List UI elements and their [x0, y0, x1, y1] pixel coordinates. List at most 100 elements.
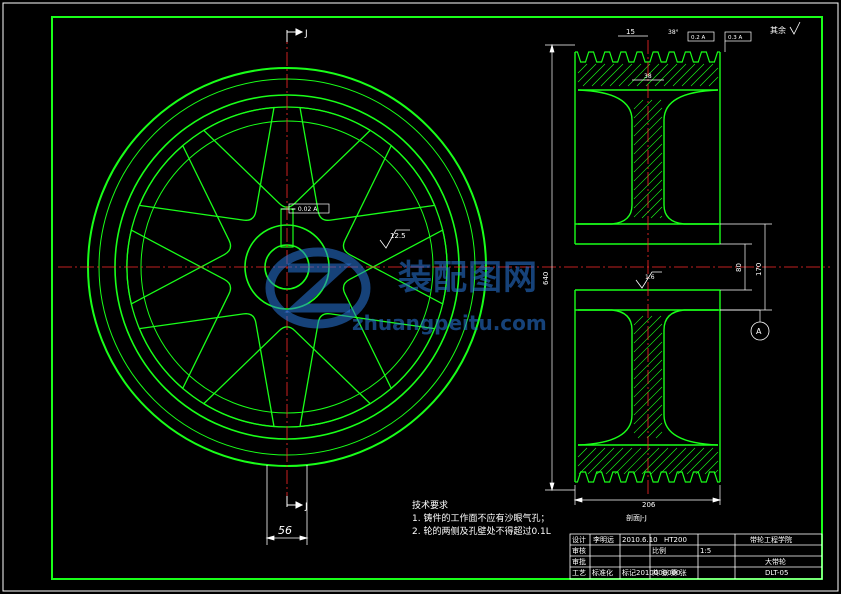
hatch-line [633, 315, 644, 326]
roughness-symbol-side [635, 271, 662, 289]
hatch-line [654, 63, 678, 87]
section-mark-top-letter: J [304, 29, 308, 39]
hatch-line [609, 63, 633, 87]
rim-width-value: 206 [642, 501, 656, 509]
hatch-line [633, 332, 663, 362]
hatch-line [627, 63, 651, 87]
hatch-line [633, 315, 653, 335]
hatch-line [633, 107, 663, 137]
hatch-line [659, 447, 687, 475]
hatch-line [582, 63, 606, 87]
hatch-line [695, 451, 719, 475]
notes-title: 技术要求 [412, 501, 449, 511]
tb-date-num: 2010000000 [636, 569, 681, 577]
hub-diameter-value: 170 [755, 263, 763, 276]
hatch-line [659, 215, 663, 219]
hub-width-dimension [265, 465, 309, 545]
hatch-line [637, 413, 663, 439]
corner-roughness-text: 其余 [770, 25, 786, 35]
tb-scale: 1:5 [700, 547, 711, 555]
hatch-line [577, 447, 597, 467]
hatch-line [672, 63, 696, 87]
hatch-line [623, 447, 651, 475]
hatch-line [645, 63, 669, 87]
hatch-line [633, 134, 663, 164]
groove-angle-value: 38° [668, 29, 679, 36]
hatch-line [633, 99, 653, 119]
datum-a-letter: A [756, 327, 762, 336]
tb-sheets: 共 张 第 张 [652, 568, 687, 577]
tb-part-name: 大带轮 [765, 557, 786, 566]
section-label: 剖面J-J [626, 513, 647, 522]
spoke-window [342, 144, 448, 305]
roughness-side-value: 1.6 [645, 274, 655, 281]
datum-a-circle [750, 321, 770, 341]
hatch-line [577, 447, 588, 458]
hatch-line [699, 67, 719, 87]
watermark-logo [265, 247, 371, 329]
hatch-line [690, 63, 714, 87]
hatch-line [646, 422, 663, 439]
runout-2-text: 0.3 A [728, 35, 742, 41]
groove-pitch-value: 15 [626, 28, 635, 36]
section-mark-bottom-letter: J [304, 502, 308, 512]
hatch-line [587, 447, 615, 475]
side-view [574, 51, 721, 483]
hatch-line [650, 206, 663, 219]
hatch-line [633, 315, 662, 344]
hatch-line [686, 447, 714, 475]
runout-1-text: 0.2 A [691, 35, 705, 41]
roughness-front-value: 12.5 [390, 232, 406, 240]
hatch-line [596, 447, 624, 475]
bottom-rim-grooves [575, 471, 720, 483]
side-dimensions [545, 35, 772, 505]
tb-material: HT200 [664, 536, 687, 544]
tb-designer: 李明远 [593, 535, 614, 544]
hatch-line [578, 447, 606, 475]
watermark-cn: 装配图网 [398, 258, 538, 298]
hatch-line [663, 63, 687, 87]
front-centerlines [58, 30, 830, 505]
hatch-line [577, 63, 597, 83]
web-thickness-value: 38 [644, 73, 652, 80]
hatch-line [668, 447, 696, 475]
title-block [569, 533, 823, 580]
tb-design: 设计 [572, 535, 586, 544]
hatch-line [591, 63, 615, 87]
tb-check: 审核 [572, 546, 586, 555]
hatch-line [704, 460, 719, 475]
keyway-tolerance-frame [281, 203, 330, 214]
hatch-line [633, 99, 644, 110]
hatch-line [632, 447, 660, 475]
hatch-line [681, 63, 705, 87]
hatch-line [577, 63, 588, 74]
watermark-en: zhuangpeitu.com [352, 311, 547, 335]
tb-company: 带轮工程学院 [750, 535, 792, 544]
runout-frames [687, 31, 752, 52]
section-mark-j [286, 28, 304, 509]
hatch-line [655, 431, 663, 439]
tb-drawing-no: DLT-05 [765, 569, 788, 577]
hatch-line [633, 99, 662, 128]
top-rim-grooves [575, 51, 720, 63]
corner-roughness-symbol [789, 21, 801, 35]
tb-scale-label: 比例 [652, 546, 666, 555]
tb-review: 审批 [572, 557, 586, 566]
outer-diameter-value: 640 [542, 272, 550, 285]
inner-frame [51, 16, 823, 580]
hatch-line [641, 197, 663, 219]
hatch-line [600, 63, 624, 87]
hatch-line [650, 447, 678, 475]
spoke-windows [126, 106, 448, 428]
hub-width-value: 56 [278, 524, 292, 537]
technical-notes: 技术要求 1. 铸件的工作面不应有沙眼气孔； 2. 轮的两侧及孔壁处不得超过0.… [412, 500, 551, 539]
keyway-tolerance-text: = 0.02 A [291, 206, 318, 213]
tb-standard: 标准化 [592, 568, 613, 577]
hatch-line [641, 447, 669, 475]
roughness-symbol-front [379, 229, 410, 249]
notes-item-2: 2. 轮的两侧及孔壁处不得超过0.1L [412, 527, 551, 537]
hatch-line [713, 469, 719, 475]
notes-item-1: 1. 铸件的工作面不应有沙眼气孔； [412, 514, 550, 524]
